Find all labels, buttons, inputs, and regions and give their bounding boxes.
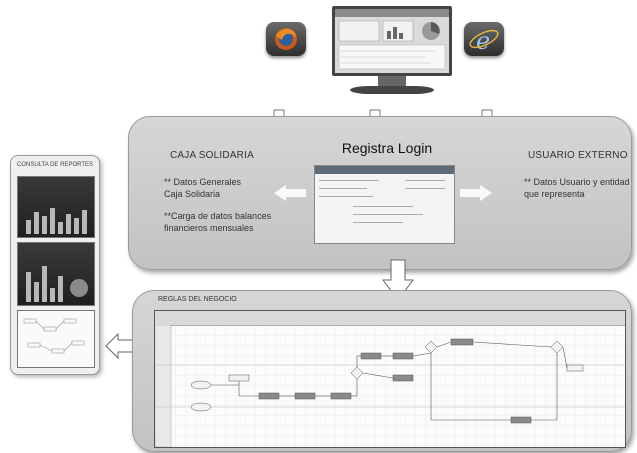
thumb-bar (42, 266, 47, 302)
usuario-externo-heading: USUARIO EXTERNO (528, 150, 628, 161)
rules-title: REGLAS DEL NEGOCIO (158, 296, 237, 303)
thumb-bar (26, 220, 31, 234)
caja-solidaria-heading: CAJA SOLIDARIA (170, 150, 254, 161)
monitor-screen (332, 6, 452, 76)
thumb-bar (50, 288, 55, 302)
screenshot-line (405, 180, 445, 181)
screenshot-line (353, 222, 403, 223)
detail-line: Caja Solidaria (164, 189, 221, 199)
detail-line: que representa (524, 189, 585, 199)
usuario-externo-details: ** Datos Usuario y entidad que represent… (524, 176, 630, 200)
reports-title: CONSULTA DE REPORTES (16, 162, 94, 168)
left-arrow (274, 185, 306, 201)
detail-spacer (164, 200, 271, 210)
thumb-bar (50, 208, 55, 234)
thumb-pie (70, 279, 88, 297)
screenshot-line (405, 188, 445, 189)
business-rules-diagram (154, 310, 626, 448)
thumb-bar (58, 276, 63, 302)
monitor-stand (378, 76, 406, 86)
monitor-screenshot (332, 6, 452, 96)
screenshot-line (319, 188, 367, 189)
login-screenshot (314, 165, 455, 244)
report-thumbnail (17, 310, 95, 368)
screenshot-line (319, 180, 379, 181)
screenshot-line (353, 214, 423, 215)
thumb-bar (82, 210, 87, 234)
right-arrow (460, 185, 492, 201)
login-screenshot-header (315, 166, 454, 174)
report-thumbnail (17, 242, 95, 306)
registra-login-title: Registra Login (341, 140, 433, 156)
thumb-bar (34, 212, 39, 234)
thumb-bar (66, 214, 71, 234)
detail-line: ** Datos Generales (164, 177, 242, 187)
caja-solidaria-details: ** Datos Generales Caja Solidaria **Carg… (164, 176, 271, 234)
report-thumbnail (17, 176, 95, 238)
firefox-icon (266, 22, 306, 56)
internet-explorer-icon: e (464, 22, 504, 56)
detail-line: financieros mensuales (164, 223, 254, 233)
screenshot-line (353, 206, 413, 207)
detail-line: ** Datos Usuario y entidad (524, 177, 630, 187)
screenshot-line (319, 196, 373, 197)
detail-line: **Carga de datos balances (164, 211, 272, 221)
thumb-bar (42, 216, 47, 234)
thumb-bar (26, 272, 31, 302)
reports-panel: CONSULTA DE REPORTES (10, 155, 100, 375)
thumb-bar (58, 222, 63, 234)
thumb-bar (34, 282, 39, 302)
thumb-bar (74, 218, 79, 234)
monitor-base (350, 86, 434, 94)
rules-toolbar (155, 311, 625, 326)
rules-flowchart (155, 325, 625, 447)
